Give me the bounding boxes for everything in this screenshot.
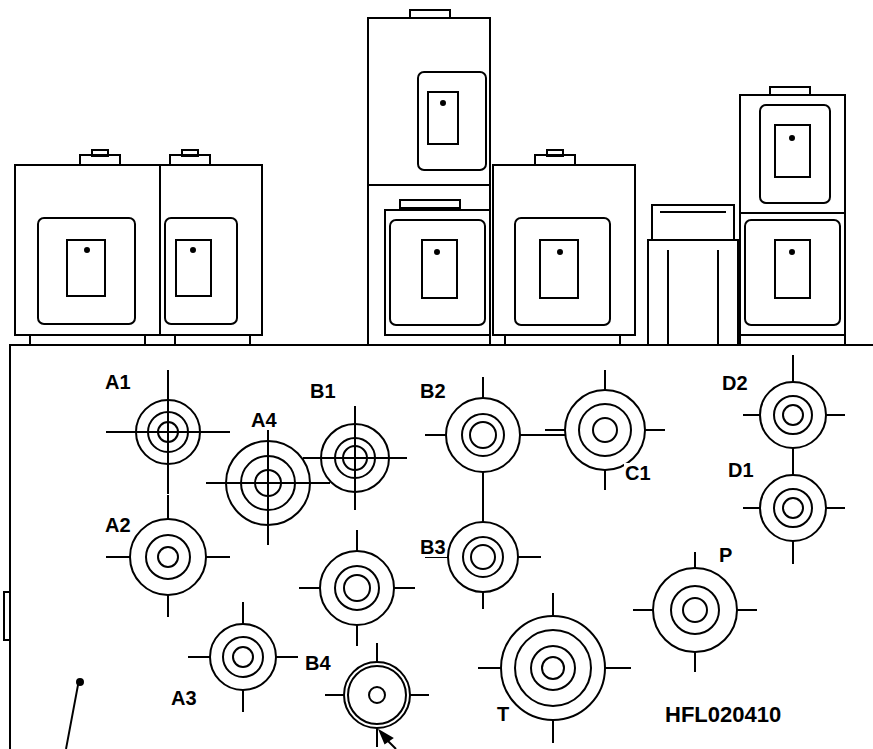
port-label: A3	[170, 688, 198, 708]
port-label: C1	[624, 463, 652, 483]
solenoid-coil	[493, 150, 635, 345]
port-label: D1	[727, 460, 755, 480]
port-label: A2	[104, 515, 132, 535]
port-b3	[425, 522, 541, 609]
port-label: A4	[250, 410, 278, 430]
port-label: B1	[309, 381, 337, 401]
body-notch	[4, 592, 10, 640]
port-a3	[188, 602, 298, 712]
solenoid-coils-left	[15, 150, 262, 345]
port-c1	[545, 370, 665, 490]
port-label: A1	[104, 372, 132, 392]
port-plug	[325, 643, 429, 747]
port-b4	[299, 530, 415, 646]
drawing-number: HFL020410	[664, 704, 782, 726]
solenoid-coils-stack	[368, 10, 490, 345]
solenoid-coils-right	[740, 87, 845, 345]
port-label: T	[496, 704, 510, 724]
cartridge-plug	[648, 205, 738, 345]
port-a2	[106, 495, 230, 617]
port-label: B3	[419, 537, 447, 557]
valve-body	[10, 345, 873, 749]
port-p	[633, 552, 757, 672]
port-label: D2	[721, 373, 749, 393]
port-d2	[743, 355, 845, 475]
port-d1	[743, 458, 845, 564]
port-a4	[206, 421, 330, 545]
port-b1	[303, 406, 407, 510]
port-label: B4	[304, 653, 332, 673]
leader-line	[66, 679, 396, 749]
port-label: B2	[419, 381, 447, 401]
port-t	[478, 593, 631, 743]
port-label: P	[718, 545, 733, 565]
